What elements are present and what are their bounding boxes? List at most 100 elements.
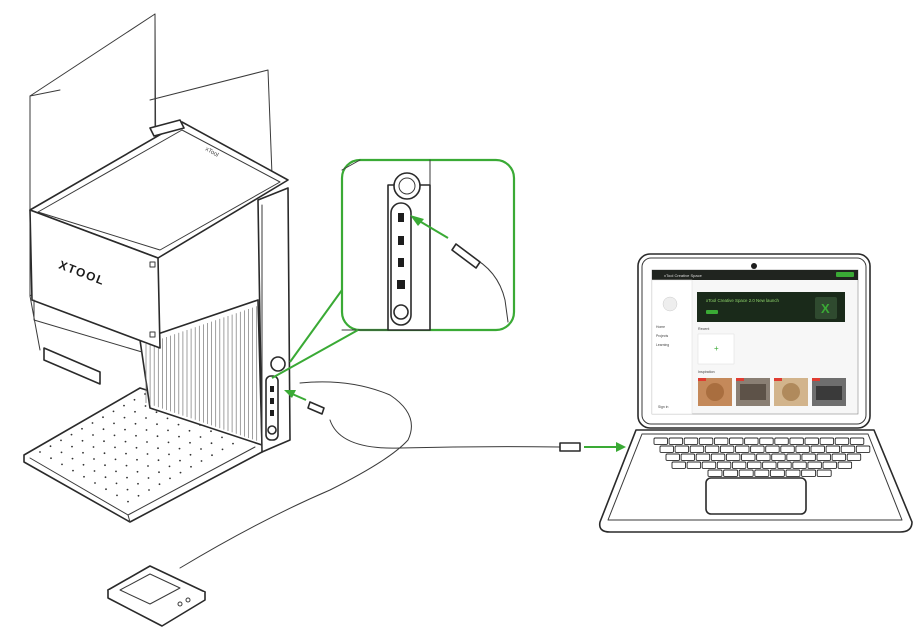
keyboard-key[interactable] xyxy=(816,469,832,477)
keyboard-key[interactable] xyxy=(819,437,835,445)
tray-dot xyxy=(50,457,52,460)
keyboard-key[interactable] xyxy=(846,453,862,461)
sidebar-user[interactable]: Sign in xyxy=(658,405,668,409)
keyboard-key[interactable] xyxy=(771,453,786,461)
keyboard-key[interactable] xyxy=(754,469,770,477)
keyboard-key[interactable] xyxy=(750,445,765,453)
keyboard-key[interactable] xyxy=(785,469,801,477)
tray-dot xyxy=(179,471,182,474)
tray-dot xyxy=(60,439,62,442)
keyboard-key[interactable] xyxy=(704,445,720,453)
sidebar-item-projects[interactable]: Projects xyxy=(656,334,669,338)
keyboard-key[interactable] xyxy=(756,453,771,461)
tray-dot xyxy=(126,476,128,479)
keyboard-key[interactable] xyxy=(762,461,777,469)
tray-dot xyxy=(71,457,74,460)
keyboard-key[interactable] xyxy=(659,445,674,453)
tray-dot xyxy=(104,464,106,467)
keyboard-key[interactable] xyxy=(765,445,780,453)
tray-dot xyxy=(123,404,125,407)
keyboard-key[interactable] xyxy=(792,461,807,469)
keyboard-key[interactable] xyxy=(774,437,789,445)
keyboard-key[interactable] xyxy=(725,453,741,461)
control-pad[interactable] xyxy=(107,565,206,627)
keyboard-key[interactable] xyxy=(683,437,699,445)
keyboard-key[interactable] xyxy=(831,453,847,461)
keyboard-key[interactable] xyxy=(671,461,686,469)
keyboard-key[interactable] xyxy=(698,437,714,445)
keyboard-key[interactable] xyxy=(810,445,825,453)
laptop-trackpad[interactable] xyxy=(705,477,807,515)
keyboard-key[interactable] xyxy=(701,461,717,469)
keyboard-key[interactable] xyxy=(741,453,756,461)
keyboard-key[interactable] xyxy=(816,453,831,461)
tray-dot xyxy=(166,417,169,420)
keyboard-key[interactable] xyxy=(840,445,856,453)
keyboard-key[interactable] xyxy=(674,445,690,453)
tray-dot xyxy=(93,458,95,460)
tray-dot xyxy=(169,477,171,480)
keyboard-key[interactable] xyxy=(789,437,804,445)
keyboard-key[interactable] xyxy=(795,445,810,453)
keyboard-key[interactable] xyxy=(780,445,795,453)
keyboard-key[interactable] xyxy=(713,437,729,445)
keyboard-key[interactable] xyxy=(729,437,744,445)
new-project-card[interactable] xyxy=(697,333,735,365)
keyboard-key[interactable] xyxy=(695,453,711,461)
keyboard-key[interactable] xyxy=(825,445,841,453)
keyboard-key[interactable] xyxy=(801,469,817,477)
keyboard-key[interactable] xyxy=(822,461,837,469)
keyboard-key[interactable] xyxy=(710,453,726,461)
laptop-keyboard xyxy=(653,437,871,477)
tray-dot xyxy=(167,429,169,432)
vent-fins xyxy=(145,306,258,441)
tray-dot xyxy=(136,458,138,461)
keyboard-key[interactable] xyxy=(777,461,792,469)
keyboard-key[interactable] xyxy=(769,469,785,477)
rotary-knob-icon[interactable] xyxy=(270,356,286,372)
tray-dot xyxy=(104,476,107,479)
sidebar-item-learning[interactable]: Learning xyxy=(656,343,669,347)
keyboard-key[interactable] xyxy=(837,461,853,469)
tray-dot xyxy=(124,428,126,431)
tray-dot xyxy=(125,452,127,455)
keyboard-key[interactable] xyxy=(759,437,774,445)
keyboard-key[interactable] xyxy=(744,437,759,445)
tray-dot xyxy=(115,470,117,473)
keyboard-key[interactable] xyxy=(801,453,816,461)
app-cta-button[interactable] xyxy=(836,272,854,277)
keyboard-key[interactable] xyxy=(807,461,822,469)
keyboard-key[interactable] xyxy=(834,437,850,445)
keyboard-key[interactable] xyxy=(716,461,732,469)
tray-dot xyxy=(49,445,52,448)
keyboard-key[interactable] xyxy=(665,453,680,461)
usb-port-icon xyxy=(398,236,404,245)
keyboard-key[interactable] xyxy=(804,437,819,445)
sidebar-item-home[interactable]: Home xyxy=(656,325,665,329)
machine-front-panel xyxy=(29,209,161,349)
keyboard-key[interactable] xyxy=(747,461,762,469)
keyboard-key[interactable] xyxy=(731,461,747,469)
keyboard-key[interactable] xyxy=(723,469,739,477)
side-port-icons xyxy=(267,386,277,435)
keyboard-key[interactable] xyxy=(719,445,735,453)
keyboard-key[interactable] xyxy=(707,469,723,477)
keyboard-key[interactable] xyxy=(738,469,754,477)
tray-dot xyxy=(81,427,83,430)
tray-dot xyxy=(156,423,158,426)
app-title: xTool Creative Space xyxy=(664,273,703,278)
usb-connector-icon xyxy=(559,442,581,452)
keyboard-key[interactable] xyxy=(668,437,684,445)
svg-text:+: + xyxy=(714,344,719,353)
tray-dot xyxy=(137,482,139,485)
keyboard-key[interactable] xyxy=(735,445,750,453)
keyboard-key[interactable] xyxy=(686,461,702,469)
keyboard-key[interactable] xyxy=(689,445,705,453)
tray-dot xyxy=(210,430,212,433)
keyboard-key[interactable] xyxy=(855,445,871,453)
usb-cable xyxy=(329,419,561,449)
keyboard-key[interactable] xyxy=(786,453,801,461)
keyboard-key[interactable] xyxy=(653,437,668,445)
keyboard-key[interactable] xyxy=(849,437,865,445)
keyboard-key[interactable] xyxy=(680,453,696,461)
